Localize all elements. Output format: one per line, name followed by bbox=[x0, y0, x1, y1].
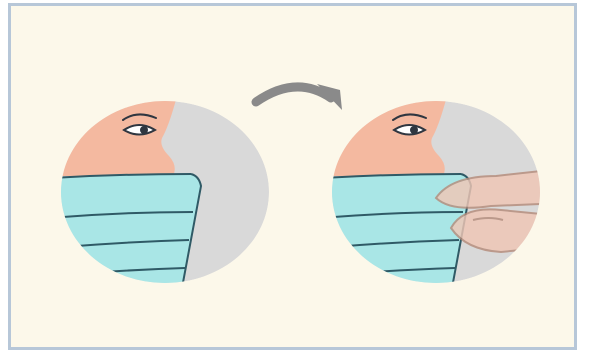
face-with-mask-fingers-pinching-nose-icon bbox=[322, 96, 541, 304]
mask-fitting-illustration bbox=[11, 6, 580, 353]
illustration-frame bbox=[8, 3, 577, 350]
curved-arrow-right-icon bbox=[256, 84, 342, 110]
face-with-mask-icon bbox=[51, 96, 269, 304]
